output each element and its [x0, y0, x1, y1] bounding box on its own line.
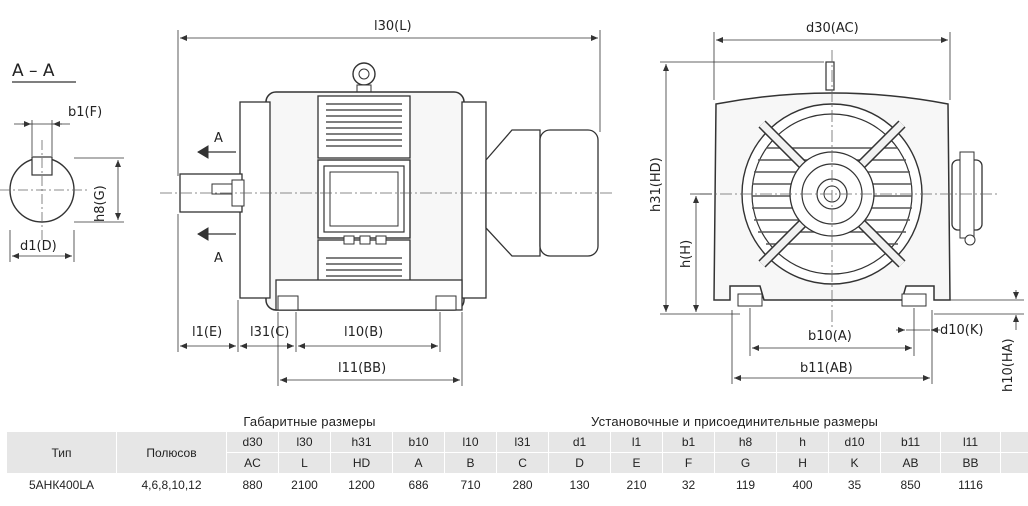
dim-d1: d1(D)	[20, 239, 57, 254]
code-cell: b11	[880, 431, 942, 453]
row-poles: 4,6,8,10,12	[116, 473, 227, 497]
section-mark-bottom: A	[214, 251, 223, 266]
group-overall: Габаритные размеры	[225, 410, 394, 432]
letter-cell: C	[496, 452, 550, 474]
dim-l1: l1(E)	[192, 325, 222, 340]
dim-d30: d30(AC)	[806, 21, 859, 36]
value-cell: 1116	[940, 473, 1002, 497]
code-cell: h8	[714, 431, 778, 453]
letter-cell: H	[776, 452, 830, 474]
value-cell: 280	[496, 473, 550, 497]
value-cell: 880	[226, 473, 279, 497]
value-cell: 130	[548, 473, 612, 497]
dim-l30: l30(L)	[374, 19, 412, 34]
letter-cell: E	[610, 452, 664, 474]
table-code-row: Тип Полюсов d30 l30 h31 b10 l10 l31 d1 l…	[6, 431, 1028, 474]
front-view-dimensions	[660, 32, 1024, 384]
letter-cell: B	[444, 452, 498, 474]
code-cell: l1	[610, 431, 664, 453]
code-cell: l30	[278, 431, 331, 453]
value-cell: 50	[1000, 473, 1028, 497]
value-cell: 32	[662, 473, 716, 497]
letter-cell: K	[828, 452, 882, 474]
letter-cell: G	[714, 452, 778, 474]
table-group-header-row: Габаритные размеры Установочные и присое…	[6, 410, 1028, 432]
value-cell: 850	[880, 473, 942, 497]
side-view-dimensions	[177, 30, 601, 386]
letter-cell: D	[548, 452, 612, 474]
letter-cell: F	[662, 452, 716, 474]
code-cell: l31	[496, 431, 550, 453]
letter-cell: HD	[329, 452, 394, 474]
group-mounting: Установочные и присоединительные размеры	[392, 410, 1028, 432]
dim-h31: h31(HD)	[649, 157, 664, 212]
code-cell: l11	[940, 431, 1002, 453]
dim-h10: h10(HA)	[1001, 338, 1016, 392]
front-view	[700, 50, 1000, 330]
section-label: A – A	[12, 61, 55, 81]
value-cell: 400	[776, 473, 830, 497]
letter-cell: AC	[226, 452, 279, 474]
section-mark-top: A	[214, 131, 223, 146]
value-cell: 1200	[329, 473, 394, 497]
col-type: Тип	[6, 431, 117, 474]
side-view	[160, 62, 612, 311]
motor-drawing: A – A b1(F) h8(G) d1(D)	[0, 19, 1024, 392]
code-cell: b1	[662, 431, 716, 453]
col-poles: Полюсов	[116, 431, 227, 474]
value-cell: 686	[392, 473, 446, 497]
shaft-section-view: A – A b1(F) h8(G) d1(D)	[0, 61, 124, 262]
dim-b10: b10(A)	[808, 329, 852, 344]
dim-h8: h8(G)	[93, 185, 108, 222]
dim-b1: b1(F)	[68, 105, 102, 120]
letter-cell: HA	[1000, 452, 1028, 474]
dim-l31: l31(C)	[250, 325, 289, 340]
letter-cell: BB	[940, 452, 1002, 474]
vent-grille-top	[326, 103, 402, 147]
value-cell: 710	[444, 473, 498, 497]
table-row: 5АНК400LA 4,6,8,10,12 880 2100 1200 686 …	[6, 473, 1028, 497]
letter-cell: L	[278, 452, 331, 474]
code-cell: h	[776, 431, 830, 453]
code-cell: d10	[828, 431, 882, 453]
code-cell: b10	[392, 431, 446, 453]
code-cell: l10	[444, 431, 498, 453]
value-cell: 210	[610, 473, 664, 497]
dim-l11: l11(BB)	[338, 361, 386, 376]
code-cell: h31	[329, 431, 394, 453]
value-cell: 35	[828, 473, 882, 497]
letter-cell: AB	[880, 452, 942, 474]
row-type: 5АНК400LA	[6, 473, 117, 497]
dim-h: h(H)	[679, 240, 694, 268]
value-cell: 119	[714, 473, 778, 497]
dim-d10: d10(K)	[940, 323, 983, 338]
dim-l10: l10(B)	[344, 325, 383, 340]
code-cell: h10	[1000, 431, 1028, 453]
code-cell: d30	[226, 431, 279, 453]
letter-cell: A	[392, 452, 446, 474]
value-cell: 2100	[278, 473, 331, 497]
dim-b11: b11(AB)	[800, 361, 853, 376]
code-cell: d1	[548, 431, 612, 453]
dimensions-table: Габаритные размеры Установочные и присое…	[6, 410, 1028, 497]
